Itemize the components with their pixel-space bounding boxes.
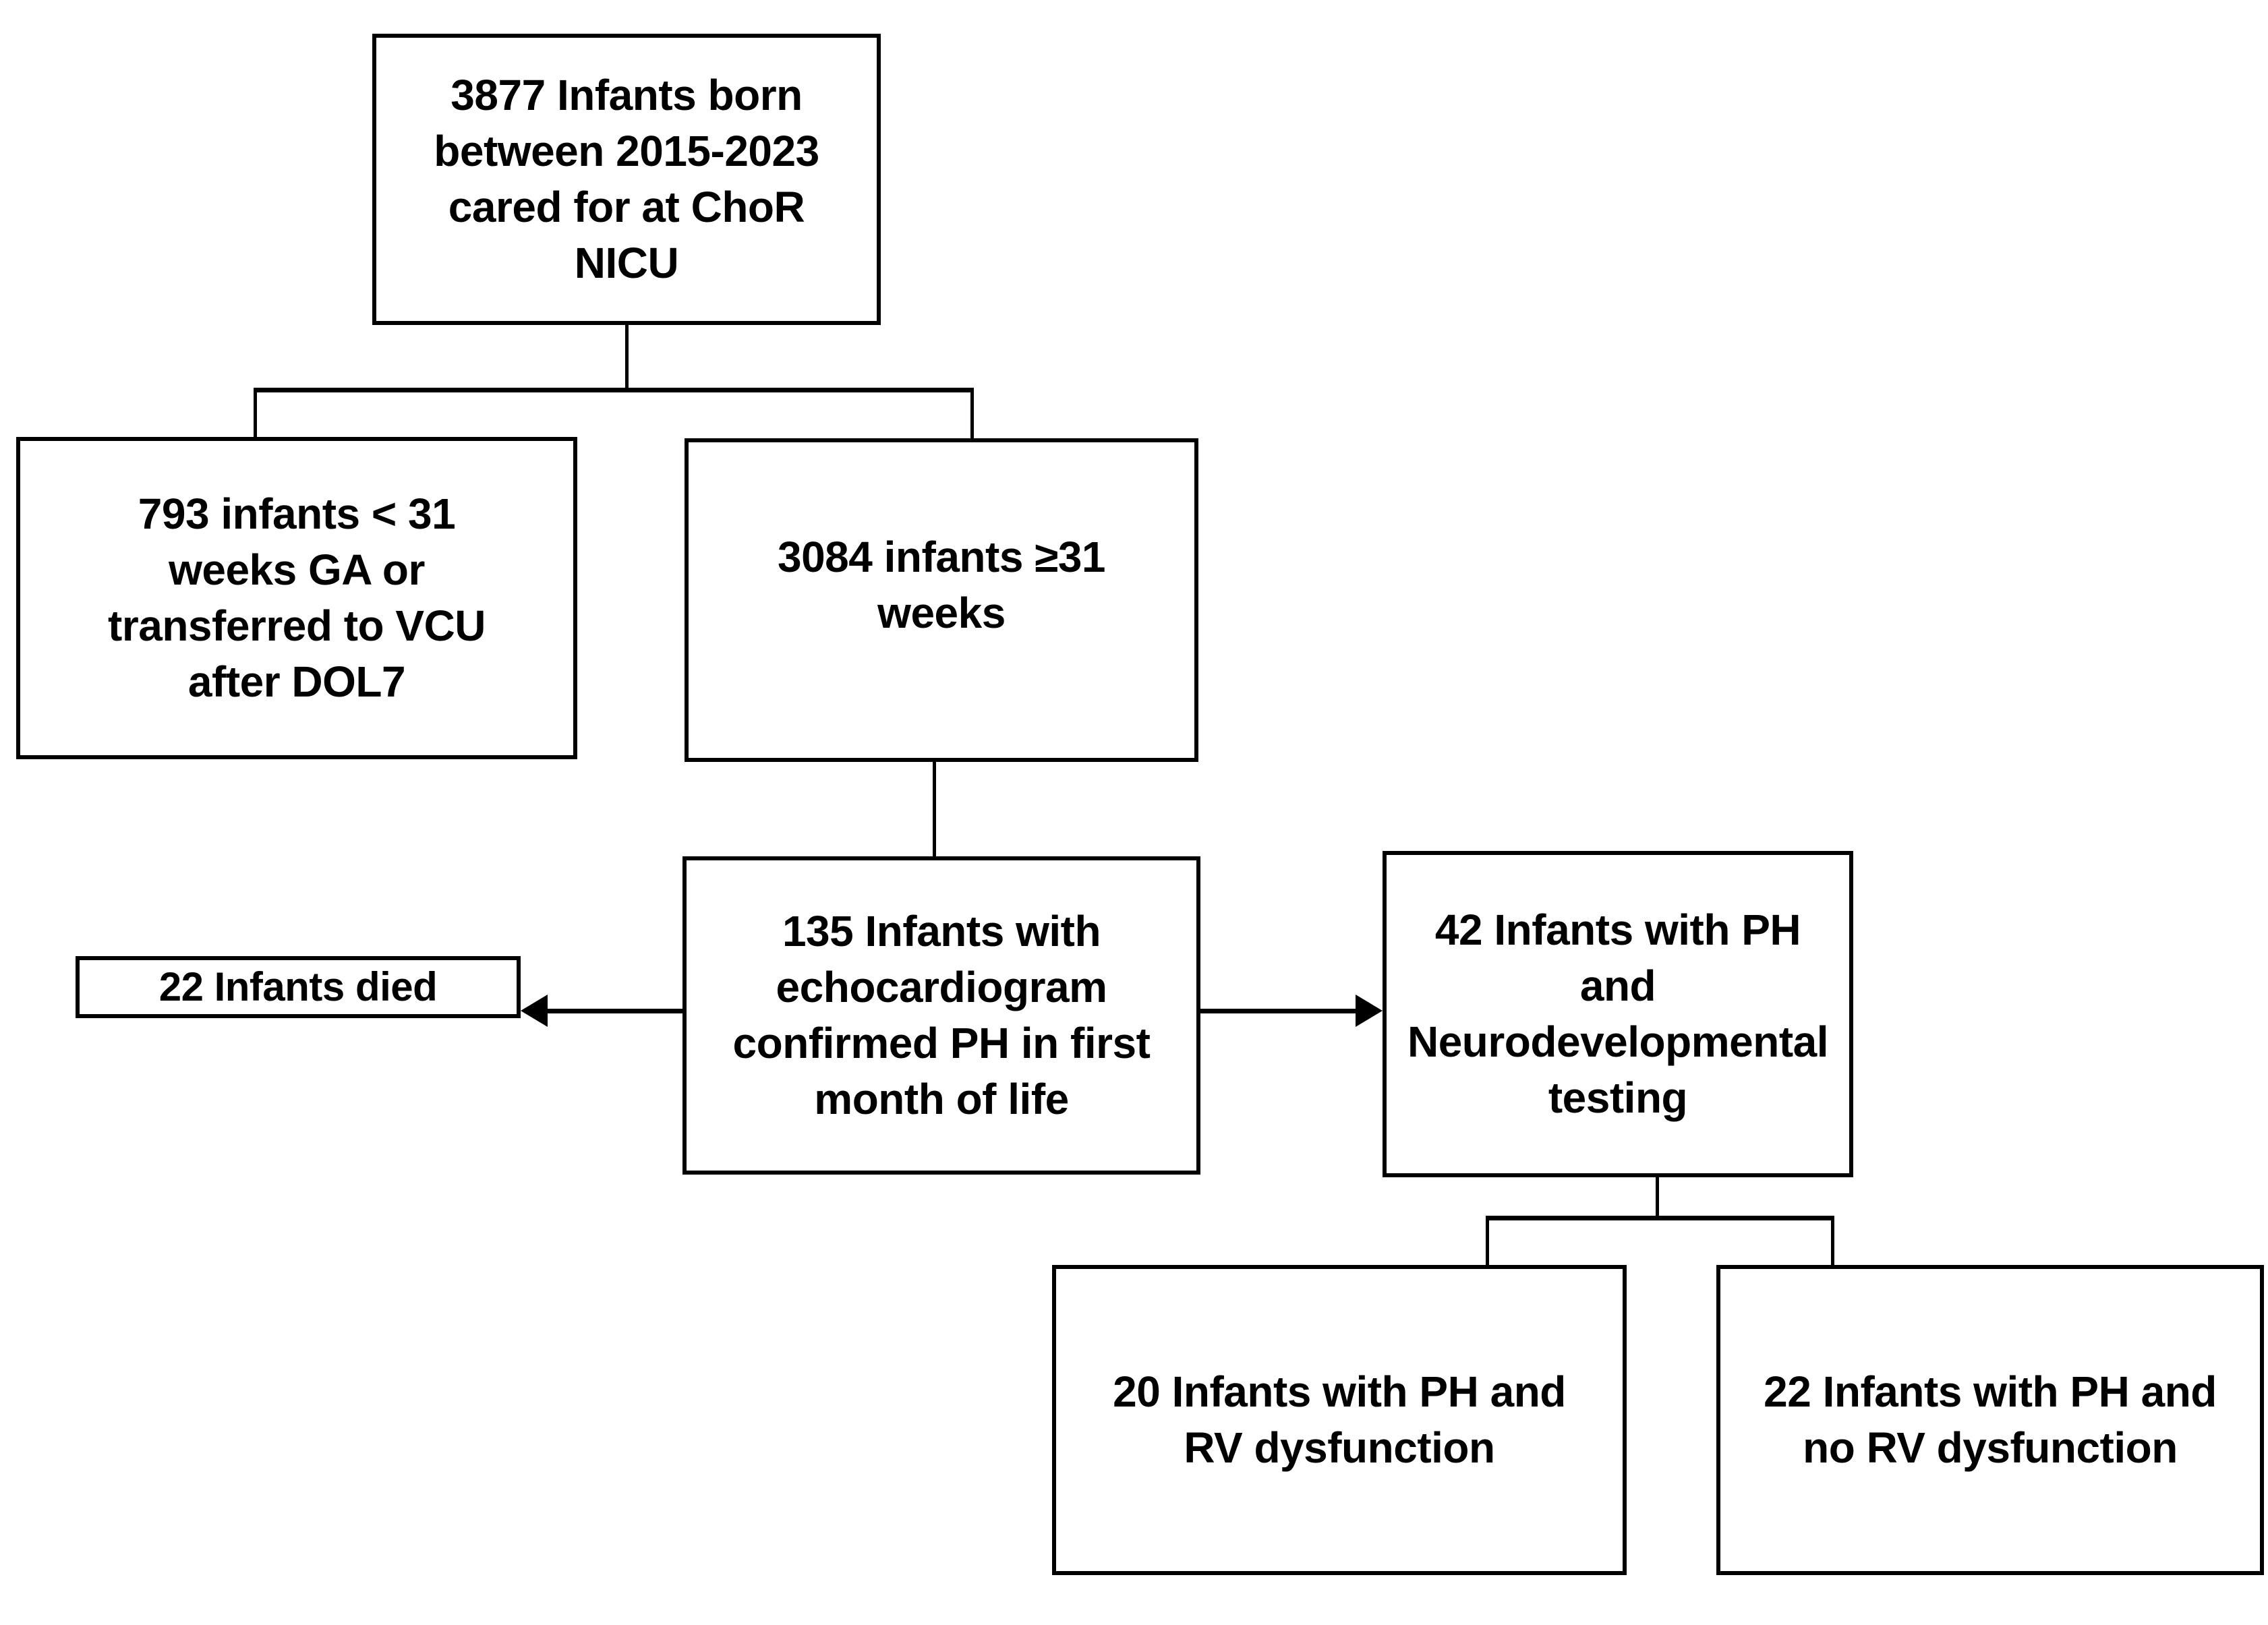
connector-ph-to-died <box>548 1009 684 1013</box>
connector-to-norvdys <box>1831 1216 1834 1267</box>
connector-ndtesting-stem <box>1656 1177 1659 1218</box>
connector-to-rvdys <box>1486 1216 1489 1267</box>
node-ph-without-rv-dysfunction: 22 Infants with PH and no RV dysfunction <box>1716 1265 2264 1575</box>
node-cohort-total: 3877 Infants born between 2015-2023 care… <box>372 34 881 325</box>
node-excluded-infants: 793 infants < 31 weeks GA or transferred… <box>16 437 577 759</box>
connector-to-excluded <box>254 388 257 440</box>
connector-cohort-stem <box>625 325 629 391</box>
node-eligible-infants: 3084 infants ≥31 weeks <box>685 438 1198 762</box>
connector-eligible-to-ph <box>933 759 936 859</box>
connector-cohort-split-bar <box>254 388 974 392</box>
node-ph-with-rv-dysfunction: 20 Infants with PH and RV dysfunction <box>1052 1265 1627 1575</box>
node-infants-died: 22 Infants died <box>76 956 521 1018</box>
arrowhead-died <box>521 995 548 1027</box>
connector-to-eligible <box>970 388 974 442</box>
connector-ndtesting-split-bar <box>1486 1216 1834 1220</box>
connector-ph-to-ndtesting <box>1199 1009 1357 1013</box>
arrowhead-ndtesting <box>1356 995 1383 1027</box>
node-ph-confirmed: 135 Infants with echocardiogram confirme… <box>682 856 1200 1175</box>
node-neurodevelopmental-testing: 42 Infants with PH and Neurodevelopmenta… <box>1383 851 1853 1177</box>
